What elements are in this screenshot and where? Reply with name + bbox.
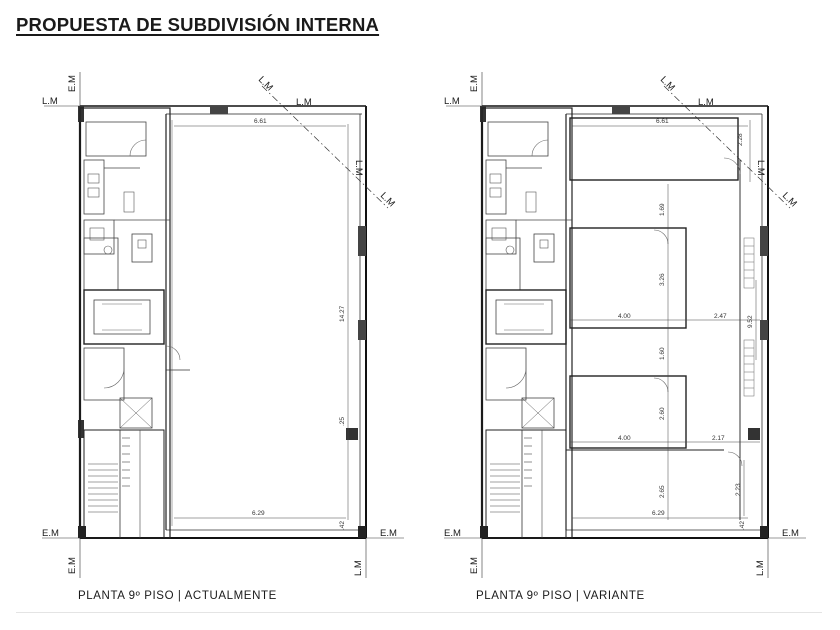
page-title: PROPUESTA DE SUBDIVISIÓN INTERNA — [16, 14, 380, 35]
dim-top: 6.61 — [254, 118, 267, 125]
marker-lm-left: L.M — [444, 96, 460, 107]
marker-lm-left: L.M — [42, 96, 58, 107]
marker-em-bottom-left: E.M — [42, 528, 59, 539]
marker-em-bottom-right: E.M — [782, 528, 799, 539]
marker-lm-diag-top: L.M — [256, 74, 275, 93]
dim-r2: 1.69 — [659, 203, 666, 216]
marker-lm-diag-top: L.M — [658, 74, 677, 93]
dim-bottom: 6.29 — [652, 510, 665, 517]
marker-em-top: E.M — [67, 75, 78, 92]
dim-small-a: .42 — [739, 521, 746, 530]
marker-lm-right: L.M — [353, 160, 364, 176]
dim-small-a: .42 — [339, 521, 346, 530]
dim-small-b: .25 — [339, 417, 346, 426]
dim-r11: 2.65 — [659, 485, 666, 498]
marker-em-bottom: E.M — [67, 557, 78, 574]
marker-lm-bottom: L.M — [755, 560, 766, 576]
dim-r6: 9.52 — [747, 315, 754, 328]
caption-actual: PLANTA 9º PISO | ACTUALMENTE — [78, 590, 277, 602]
dim-r5: 2.47 — [714, 313, 727, 320]
dim-top: 6.61 — [656, 118, 669, 125]
dim-bottom: 6.29 — [252, 510, 265, 517]
plan-actual: 6.61 6.29 14.27 .42 .25 E.M L.M L.M L.M … — [42, 72, 404, 578]
dim-r3: 3.26 — [659, 273, 666, 286]
dim-r12: 2.23 — [735, 483, 742, 496]
plan-variante: 6.61 6.29 2.28 1.69 3.26 4.00 2.47 9.52 … — [444, 72, 806, 578]
dim-r7: 1.60 — [659, 347, 666, 360]
dim-r1: 2.28 — [737, 133, 744, 146]
marker-em-bottom-left: E.M — [444, 528, 461, 539]
dim-r4: 4.00 — [618, 313, 631, 320]
caption-variante: PLANTA 9º PISO | VARIANTE — [476, 590, 645, 602]
marker-lm-diag-bottom: L.M — [378, 190, 397, 209]
dim-vertical: 14.27 — [339, 305, 346, 322]
dim-r9: 4.00 — [618, 435, 631, 442]
marker-em-bottom-right: E.M — [380, 528, 397, 539]
marker-lm-right: L.M — [755, 160, 766, 176]
marker-lm-top: L.M — [296, 97, 312, 108]
dim-r8: 2.60 — [659, 407, 666, 420]
dim-r10: 2.17 — [712, 435, 725, 442]
marker-lm-bottom: L.M — [353, 560, 364, 576]
marker-lm-top: L.M — [698, 97, 714, 108]
marker-em-top: E.M — [469, 75, 480, 92]
marker-lm-diag-bottom: L.M — [780, 190, 799, 209]
bottom-divider — [16, 612, 822, 613]
marker-em-bottom: E.M — [469, 557, 480, 574]
